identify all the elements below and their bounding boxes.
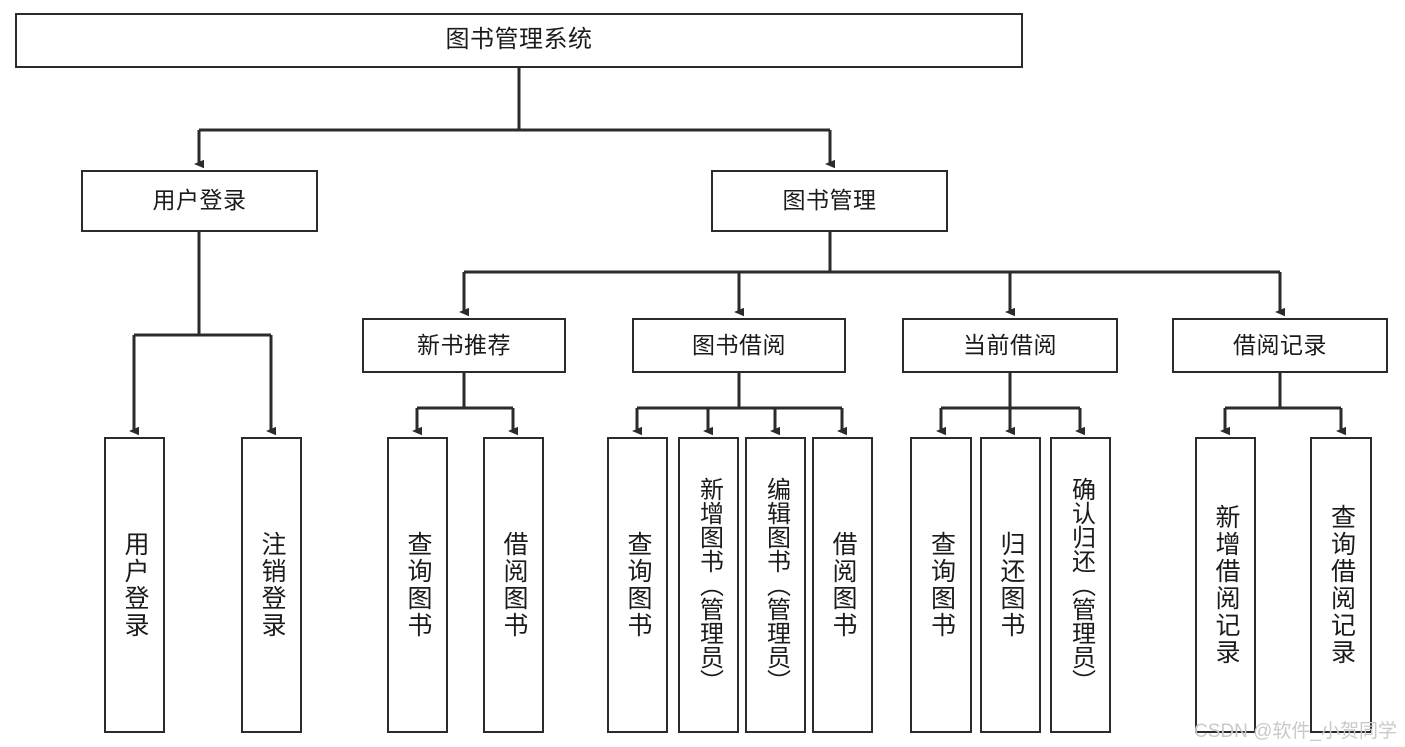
node-label: 借阅记录 — [1233, 331, 1327, 358]
node-label: 图书管理系统 — [445, 26, 593, 54]
node-book-borrow[interactable]: 图书借阅 — [632, 318, 846, 373]
edges-bookborrow-to-leaves — [632, 373, 847, 436]
node-new-book-recommend[interactable]: 新书推荐 — [362, 318, 566, 373]
edges-userlogin-to-leaves — [129, 232, 276, 436]
node-current-borrow[interactable]: 当前借阅 — [902, 318, 1118, 373]
node-label: 新增图书（管理员） — [695, 477, 723, 693]
node-leaf-borrow-book-2[interactable]: 借阅图书 — [812, 437, 873, 733]
node-label: 用户登录 — [152, 187, 247, 214]
node-leaf-add-book-admin[interactable]: 新增图书（管理员） — [678, 437, 739, 733]
node-label: 图书管理 — [782, 187, 877, 214]
node-root-book-management-system[interactable]: 图书管理系统 — [15, 13, 1023, 68]
node-label: 注销登录 — [258, 531, 286, 639]
node-leaf-user-logout[interactable]: 注销登录 — [241, 437, 302, 733]
node-leaf-user-login[interactable]: 用户登录 — [104, 437, 165, 733]
node-borrow-record[interactable]: 借阅记录 — [1172, 318, 1388, 373]
node-label: 新增借阅记录 — [1212, 504, 1240, 666]
node-leaf-edit-book-admin[interactable]: 编辑图书（管理员） — [745, 437, 806, 733]
node-user-login[interactable]: 用户登录 — [81, 170, 318, 232]
node-label: 用户登录 — [121, 531, 149, 639]
edges-bookmanagement-to-level3 — [459, 232, 1285, 317]
node-leaf-return-book[interactable]: 归还图书 — [980, 437, 1041, 733]
node-label: 查询图书 — [624, 531, 652, 639]
node-label: 查询图书 — [404, 531, 432, 639]
node-label: 当前借阅 — [963, 331, 1057, 358]
node-book-management[interactable]: 图书管理 — [711, 170, 948, 232]
edges-currentborrow-to-leaves — [936, 373, 1085, 436]
node-leaf-query-book-2[interactable]: 查询图书 — [607, 437, 668, 733]
node-label: 图书借阅 — [692, 331, 786, 358]
node-leaf-query-book-1[interactable]: 查询图书 — [387, 437, 448, 733]
node-leaf-borrow-book-1[interactable]: 借阅图书 — [483, 437, 544, 733]
node-label: 借阅图书 — [500, 531, 528, 639]
node-label: 借阅图书 — [829, 531, 857, 639]
node-label: 归还图书 — [997, 531, 1025, 639]
csdn-watermark: CSDN @软件_小贺同学 — [1194, 721, 1397, 742]
node-leaf-query-book-3[interactable]: 查询图书 — [910, 437, 972, 733]
node-label: 查询借阅记录 — [1327, 504, 1356, 666]
node-label: 编辑图书（管理员） — [762, 477, 790, 693]
node-leaf-add-borrow-record[interactable]: 新增借阅记录 — [1195, 437, 1256, 733]
node-label: 查询图书 — [927, 531, 956, 639]
edges-newbook-to-leaves — [412, 373, 518, 436]
node-label: 新书推荐 — [417, 331, 511, 358]
edges-borrowrecord-to-leaves — [1220, 373, 1346, 436]
node-label: 确认归还（管理员） — [1067, 477, 1095, 693]
node-leaf-confirm-return-admin[interactable]: 确认归还（管理员） — [1050, 437, 1111, 733]
node-leaf-query-borrow-record[interactable]: 查询借阅记录 — [1310, 437, 1372, 733]
edges-root-to-level2 — [194, 68, 835, 169]
